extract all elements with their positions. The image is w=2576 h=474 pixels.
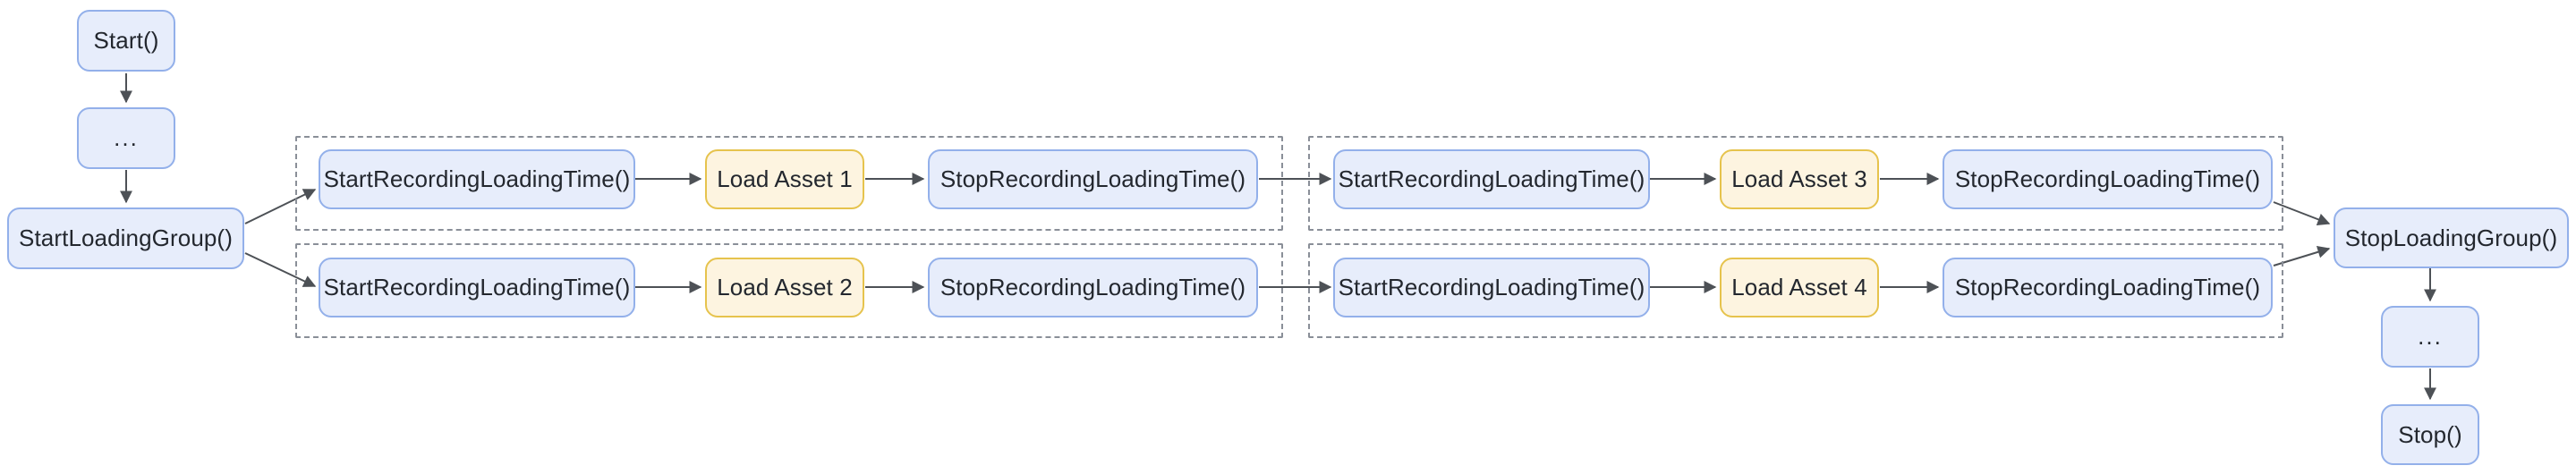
node-stop-label: Stop() xyxy=(2398,420,2462,448)
node-post-ellipsis-label: ... xyxy=(2418,323,2443,351)
node-post-ellipsis[interactable]: ... xyxy=(2381,306,2479,368)
node-stop-loading-group[interactable]: StopLoadingGroup() xyxy=(2334,207,2569,268)
group-1-lane-1-step-2-label: Load Asset 1 xyxy=(717,165,853,193)
group-1-lane-2-step-1[interactable]: StartRecordingLoadingTime() xyxy=(319,258,635,317)
group-2-lane-2-step-3[interactable]: StopRecordingLoadingTime() xyxy=(1943,258,2273,317)
group-2-lane-1-step-2-label: Load Asset 3 xyxy=(1731,165,1867,193)
node-stop[interactable]: Stop() xyxy=(2381,404,2479,465)
group-1-lane-1-step-2[interactable]: Load Asset 1 xyxy=(705,149,864,209)
group-2-lane-2-container xyxy=(1308,243,2283,338)
node-start-loading-group[interactable]: StartLoadingGroup() xyxy=(7,207,244,269)
group-1-lane-2-container xyxy=(295,243,1283,338)
group-2-lane-1-step-3[interactable]: StopRecordingLoadingTime() xyxy=(1943,149,2273,209)
group-1-lane-2-step-3[interactable]: StopRecordingLoadingTime() xyxy=(928,258,1258,317)
group-2-lane-1-step-1[interactable]: StartRecordingLoadingTime() xyxy=(1333,149,1650,209)
node-start-loading-group-label: StartLoadingGroup() xyxy=(19,224,233,252)
group-2-lane-1-step-1-label: StartRecordingLoadingTime() xyxy=(1338,165,1645,193)
group-1-lane-2-step-1-label: StartRecordingLoadingTime() xyxy=(323,274,631,301)
node-start[interactable]: Start() xyxy=(77,10,175,72)
group-2-lane-1-container xyxy=(1308,136,2283,231)
node-stop-loading-group-label: StopLoadingGroup() xyxy=(2344,224,2558,251)
group-2-lane-1-step-2[interactable]: Load Asset 3 xyxy=(1720,149,1879,209)
group-2-lane-2-step-2-label: Load Asset 4 xyxy=(1731,274,1867,301)
node-pre-ellipsis[interactable]: ... xyxy=(77,107,175,169)
group-2-lane-2-step-1[interactable]: StartRecordingLoadingTime() xyxy=(1333,258,1650,317)
group-1-lane-1-step-1-label: StartRecordingLoadingTime() xyxy=(323,165,631,193)
group-2-lane-2-step-1-label: StartRecordingLoadingTime() xyxy=(1338,274,1645,301)
group-1-lane-2-step-3-label: StopRecordingLoadingTime() xyxy=(939,274,1246,301)
group-2-lane-2-step-3-label: StopRecordingLoadingTime() xyxy=(1954,274,2261,301)
group-1-lane-2-step-2-label: Load Asset 2 xyxy=(717,274,853,301)
group-1-lane-1-step-3-label: StopRecordingLoadingTime() xyxy=(939,165,1246,193)
group-1-lane-1-container xyxy=(295,136,1283,231)
group-1-lane-1-step-3[interactable]: StopRecordingLoadingTime() xyxy=(928,149,1258,209)
group-1-lane-1-step-1[interactable]: StartRecordingLoadingTime() xyxy=(319,149,635,209)
node-start-label: Start() xyxy=(93,27,159,55)
group-1-lane-2-step-2[interactable]: Load Asset 2 xyxy=(705,258,864,317)
group-2-lane-1-step-3-label: StopRecordingLoadingTime() xyxy=(1954,165,2261,193)
group-2-lane-2-step-2[interactable]: Load Asset 4 xyxy=(1720,258,1879,317)
node-pre-ellipsis-label: ... xyxy=(114,124,139,152)
